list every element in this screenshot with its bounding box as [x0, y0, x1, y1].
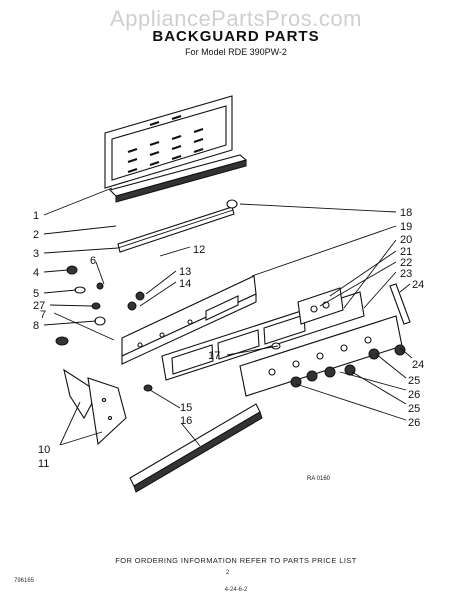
catalog-code: 796165	[14, 578, 35, 584]
callout-3: 3	[33, 248, 39, 260]
callout-7: 7	[40, 309, 46, 321]
callout-21: 21	[400, 246, 412, 258]
callout-25b: 25	[408, 403, 420, 415]
leader-lines	[43, 187, 413, 447]
revision-code: 4-24-6-2	[224, 587, 248, 593]
callout-1: 1	[33, 210, 39, 222]
callout-5: 5	[33, 288, 39, 300]
end-cap	[63, 368, 99, 420]
callout-27: 27	[33, 300, 45, 312]
callout-8: 8	[33, 320, 39, 332]
callout-24b: 24	[412, 359, 424, 371]
callout-26b: 26	[408, 417, 420, 429]
page-title: BACKGUARD PARTS	[152, 28, 320, 45]
callout-13: 13	[179, 266, 191, 278]
callout-19: 19	[400, 221, 412, 233]
ordering-note: FOR ORDERING INFORMATION REFER TO PARTS …	[115, 556, 357, 565]
top-trim	[108, 154, 248, 203]
callout-22: 22	[400, 257, 412, 269]
control-panel	[121, 275, 257, 365]
watermark: AppliancePartsPros.com	[110, 6, 362, 31]
model-subtitle: For Model RDE 390PW-2	[185, 47, 287, 57]
callout-18: 18	[400, 207, 412, 219]
callout-10: 10	[38, 444, 50, 456]
callout-26a: 26	[408, 389, 420, 401]
page-number: 2	[226, 570, 230, 576]
support-bar	[117, 199, 238, 253]
knob-row	[290, 344, 406, 388]
glass-panel	[104, 95, 233, 189]
side-strip	[389, 283, 411, 325]
callout-24a: 24	[412, 279, 424, 291]
figure-code: RA 0160	[307, 476, 331, 482]
callout-14: 14	[179, 278, 191, 290]
callout-16: 16	[180, 415, 192, 427]
callout-labels: 1 2 3 4 5 27 7 8 10 11 6 12 13 14 17 15 …	[33, 207, 424, 482]
callout-11: 11	[38, 458, 49, 470]
callout-17: 17	[208, 350, 220, 362]
callout-23: 23	[400, 268, 412, 280]
side-bracket	[87, 377, 127, 446]
callout-25a: 25	[408, 375, 420, 387]
callout-12: 12	[193, 244, 205, 256]
bottom-trim	[129, 403, 263, 493]
callout-20: 20	[400, 234, 412, 246]
callout-4: 4	[33, 267, 39, 279]
callout-6: 6	[90, 255, 96, 267]
callout-2: 2	[33, 229, 39, 241]
callout-15: 15	[180, 402, 192, 414]
